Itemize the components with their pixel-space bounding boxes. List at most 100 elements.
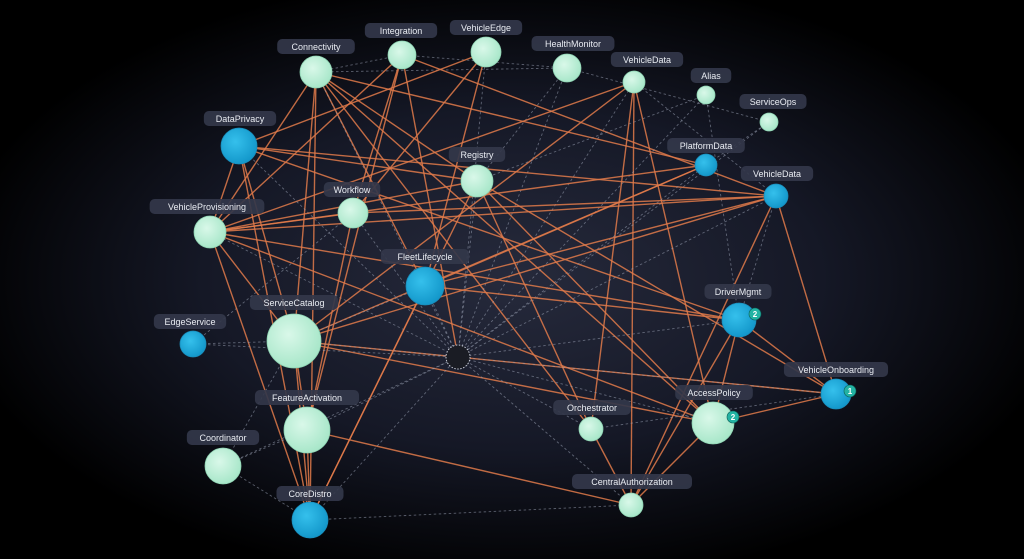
edge-vehicleprovisioning-drivermgmt [209,231,740,321]
node-circle-featureactivation[interactable] [283,406,331,454]
node-label-bg [149,199,265,214]
edge-vehicleprovisioning-coredistro [209,231,311,521]
node-circle-coordinator[interactable] [204,447,242,485]
node-circle-coredistro[interactable] [291,501,329,539]
edge-orchestrator-hub [457,356,592,430]
node-circle-vehicledata2[interactable] [763,183,789,209]
edge-edgeservice-servicecatalog [192,340,295,345]
node-circle-serviceops[interactable] [759,112,779,132]
edge-fleetlifecycle-hub [424,285,459,358]
edge-alias-registry [476,94,707,182]
node-registry[interactable]: Registry [448,147,506,198]
node-circle-registry[interactable] [460,164,494,198]
node-featureactivation[interactable]: FeatureActivation [254,390,360,454]
node-label-bg [572,474,692,489]
node-circle-accesspolicy[interactable] [691,401,735,445]
node-platformdata[interactable]: PlatformData [667,138,745,177]
edge-connectivity-platformdata [315,71,707,166]
node-label-bg [690,68,732,83]
edge-vehicleprovisioning-hub [209,231,459,358]
edge-integration-hub [401,54,459,358]
node-label-edgeservice: EdgeService [164,317,215,327]
edge-integration-featureactivation [306,54,403,431]
node-label-coredistro: CoreDistro [288,489,331,499]
node-circle-platformdata[interactable] [694,153,718,177]
edge-healthmonitor-hub [457,67,568,358]
node-circle-drivermgmt[interactable] [721,302,757,338]
node-circle-edgeservice[interactable] [179,330,207,358]
edge-vehicleedge-fleetlifecycle [424,51,487,287]
node-label-workflow: Workflow [334,185,371,195]
node-label-serviceops: ServiceOps [750,97,797,107]
node-healthmonitor[interactable]: HealthMonitor [531,36,615,83]
edge-connectivity-registry [315,71,478,182]
count-badge-vehicleonboarding [843,384,857,398]
edge-vehicleedge-dataprivacy [238,51,487,147]
node-circle-alias[interactable] [696,85,716,105]
edge-dataprivacy-registry [238,145,478,182]
node-label-bg [380,249,470,264]
node-circle-servicecatalog[interactable] [266,313,322,369]
edge-edgeservice-hub [192,343,459,358]
node-coredistro[interactable]: CoreDistro [276,486,344,539]
node-label-servicecatalog: ServiceCatalog [263,298,324,308]
node-label-vehicleedge: VehicleEdge [461,23,511,33]
node-workflow[interactable]: Workflow [323,182,381,229]
node-servicecatalog[interactable]: ServiceCatalog [249,295,339,369]
edge-vehicledata2-vehicleonboarding [775,195,837,395]
edge-centralauthorization-coredistro [309,504,632,521]
node-circle-fleetlifecycle[interactable] [405,266,445,306]
edge-servicecatalog-accesspolicy [293,340,714,424]
node-label-bg [449,20,523,35]
node-circle-dataprivacy[interactable] [220,127,258,165]
node-hub[interactable] [445,344,471,370]
node-drivermgmt[interactable]: DriverMgmt 2 [704,284,772,338]
node-label-drivermgmt: DriverMgmt [715,287,762,297]
node-connectivity[interactable]: Connectivity [277,39,355,89]
node-integration[interactable]: Integration [364,23,438,70]
node-circle-healthmonitor[interactable] [552,53,582,83]
edge-coordinator-hub [222,356,459,467]
count-badge-text: 2 [753,310,758,319]
node-serviceops[interactable]: ServiceOps [739,94,807,132]
node-label-vehicleonboarding: VehicleOnboarding [798,365,874,375]
node-label-bg [186,430,260,445]
node-label-accesspolicy: AccessPolicy [687,388,741,398]
node-label-bg [323,182,381,197]
edge-drivermgmt-vehicleonboarding [738,319,837,395]
node-circle-hub[interactable] [445,344,471,370]
node-circle-workflow[interactable] [337,197,369,229]
node-label-bg [277,39,355,54]
edge-healthmonitor-registry [476,67,568,182]
node-edgeservice[interactable]: EdgeService [153,314,227,358]
node-label-vehicledata2: VehicleData [753,169,801,179]
node-circle-connectivity[interactable] [299,55,333,89]
node-circle-vehicleprovisioning[interactable] [193,215,227,249]
node-vehicleedge[interactable]: VehicleEdge [449,20,523,68]
node-dataprivacy[interactable]: DataPrivacy [203,111,277,165]
edge-dataprivacy-vehicledata2 [238,145,777,197]
node-label-bg [249,295,339,310]
node-label-bg [783,362,889,377]
node-vehicledata2[interactable]: VehicleData [740,166,814,209]
node-fleetlifecycle[interactable]: FleetLifecycle [380,249,470,306]
node-circle-vehicleedge[interactable] [470,36,502,68]
node-alias[interactable]: Alias [690,68,732,105]
node-coordinator[interactable]: Coordinator [186,430,260,485]
node-label-bg [553,400,631,415]
node-vehicledata1[interactable]: VehicleData [610,52,684,94]
node-label-vehicledata1: VehicleData [623,55,671,65]
node-circle-integration[interactable] [387,40,417,70]
node-label-healthmonitor: HealthMonitor [545,39,601,49]
node-circle-orchestrator[interactable] [578,416,604,442]
node-label-alias: Alias [701,71,721,81]
node-orchestrator[interactable]: Orchestrator [553,400,631,442]
node-label-centralauthorization: CentralAuthorization [591,477,673,487]
node-vehicleprovisioning[interactable]: VehicleProvisioning [149,199,265,249]
node-circle-vehicledata1[interactable] [622,70,646,94]
node-centralauthorization[interactable]: CentralAuthorization [572,474,692,518]
node-circle-centralauthorization[interactable] [618,492,644,518]
